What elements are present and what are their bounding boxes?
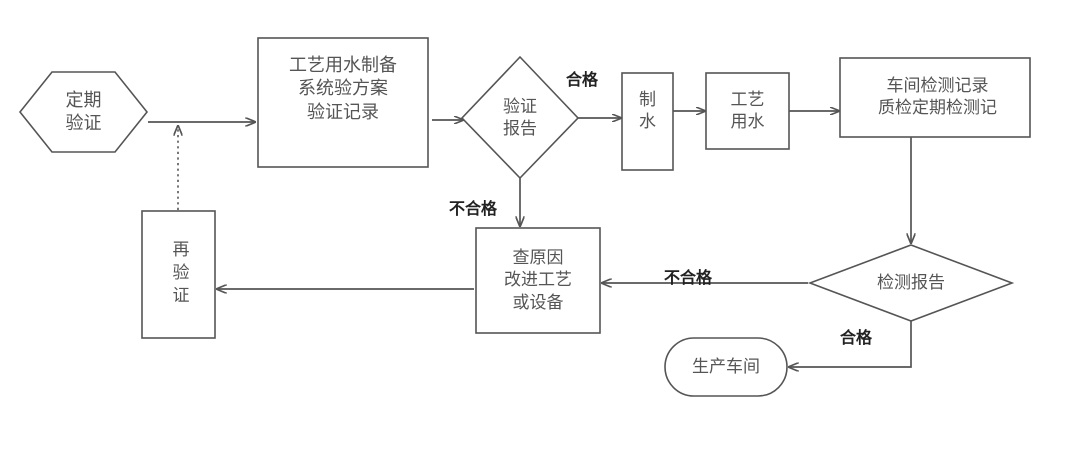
node-shape-water-production[interactable] — [621, 72, 674, 171]
node-shape-validation-report[interactable] — [460, 55, 580, 180]
node-shape-process-water[interactable] — [705, 72, 790, 150]
node-shape-find-cause[interactable] — [475, 227, 601, 334]
edge-label-qualified-bottom: 合格 — [840, 330, 873, 347]
edge-test-qualified-to-workshop — [789, 321, 912, 367]
node-shape-test-report[interactable] — [807, 244, 1015, 322]
edge-label-unqualified-top: 不合格 — [449, 201, 498, 218]
node-shape-workshop-test-record[interactable] — [839, 57, 1031, 138]
node-shape-production-workshop[interactable] — [664, 337, 788, 397]
edge-label-qualified-top: 合格 — [566, 72, 599, 89]
edge-label-unqualified-bottom: 不合格 — [664, 270, 713, 287]
node-shape-periodic-validation[interactable] — [18, 71, 149, 153]
node-shape-revalidation[interactable] — [141, 210, 216, 339]
node-shape-process-water-prep[interactable] — [257, 37, 429, 168]
